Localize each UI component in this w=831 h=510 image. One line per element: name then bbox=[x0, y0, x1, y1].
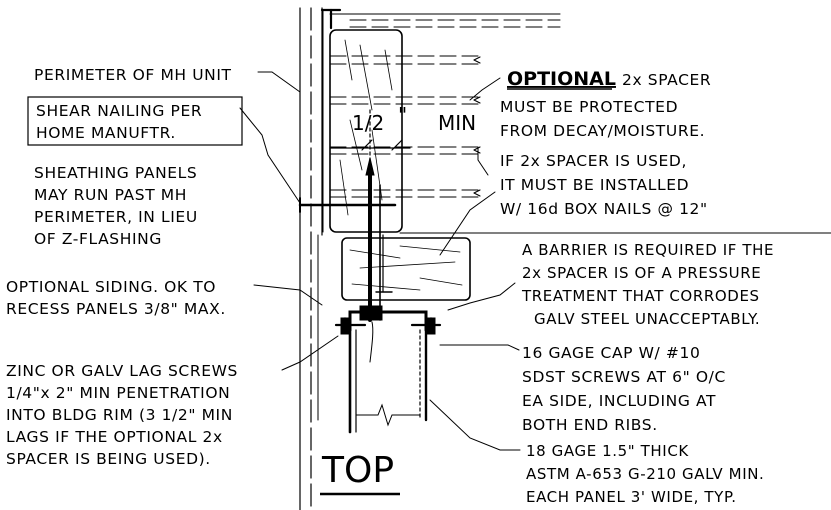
shear-nailing-box bbox=[27, 96, 243, 146]
sip-panel bbox=[348, 328, 428, 434]
spacer-note-5: W/ 16d BOX NAILS @ 12" bbox=[500, 200, 708, 218]
mh-rim-board bbox=[329, 29, 403, 233]
spacer-title: 2x SPACER bbox=[622, 71, 711, 89]
panel-line-2: ASTM A-653 G-210 GALV MIN. bbox=[526, 465, 764, 483]
lag-screws-line-4: LAGS IF THE OPTIONAL 2x bbox=[6, 428, 223, 446]
spacer-note-1: MUST BE PROTECTED bbox=[500, 98, 678, 116]
lag-screws-line-5: SPACER IS BEING USED). bbox=[6, 450, 211, 468]
sheathing-panel-line bbox=[317, 8, 342, 421]
spacer-note-3: IF 2x SPACER IS USED, bbox=[500, 152, 687, 170]
half-inch-label: 1/2 bbox=[352, 111, 384, 135]
panel-line-3: EACH PANEL 3' WIDE, TYP. bbox=[526, 488, 737, 506]
optional-siding-line-2: RECESS PANELS 3/8" MAX. bbox=[6, 300, 226, 318]
cap-line-4: BOTH END RIBS. bbox=[522, 416, 658, 434]
barrier-line-3: TREATMENT THAT CORRODES bbox=[521, 287, 760, 305]
min-label: MIN bbox=[438, 111, 476, 135]
cap-line-1: 16 GAGE CAP W/ #10 bbox=[522, 344, 700, 362]
view-title: TOP bbox=[321, 450, 394, 491]
shear-nail bbox=[298, 197, 397, 213]
spacer-note-2: FROM DECAY/MOISTURE. bbox=[500, 122, 705, 140]
lag-screws-line-3: INTO BLDG RIM (3 1/2" MIN bbox=[6, 406, 233, 424]
spacer-note-4: IT MUST BE INSTALLED bbox=[500, 176, 689, 194]
floor-joist-lines bbox=[329, 13, 831, 234]
cap-line-3: EA SIDE, INCLUDING AT bbox=[522, 392, 716, 410]
inch-mark: " bbox=[398, 103, 407, 127]
lag-screw bbox=[365, 157, 393, 322]
barrier-line-4: GALV STEEL UNACCEPTABLY. bbox=[534, 310, 760, 328]
steel-cap bbox=[334, 305, 442, 335]
lag-screws-line-2: 1/4"x 2" MIN PENETRATION bbox=[6, 384, 230, 402]
barrier-line-1: A BARRIER IS REQUIRED IF THE bbox=[522, 241, 774, 259]
barrier-line-2: 2x SPACER IS OF A PRESSURE bbox=[522, 264, 761, 282]
half-inch-dimension bbox=[329, 109, 411, 161]
optional-bold-label: OPTIONAL bbox=[507, 68, 616, 90]
sheathing-line-4: OF Z-FLASHING bbox=[34, 230, 162, 248]
optional-siding-line-1: OPTIONAL SIDING. OK TO bbox=[6, 278, 216, 296]
cap-line-2: SDST SCREWS AT 6" O/C bbox=[522, 368, 726, 386]
sheathing-line-1: SHEATHING PANELS bbox=[34, 164, 197, 182]
perimeter-wall-lines bbox=[299, 7, 323, 510]
shear-nailing-line-1: SHEAR NAILING PER bbox=[36, 102, 202, 120]
sheathing-line-2: MAY RUN PAST MH bbox=[34, 186, 187, 204]
panel-line-1: 18 GAGE 1.5" THICK bbox=[526, 442, 689, 460]
shear-nailing-line-2: HOME MANUFTR. bbox=[36, 124, 176, 142]
leader-lines bbox=[239, 71, 521, 451]
sheathing-line-3: PERIMETER, IN LIEU bbox=[34, 208, 198, 226]
lag-screws-line-1: ZINC OR GALV LAG SCREWS bbox=[6, 362, 238, 380]
optional-2x-spacer bbox=[341, 237, 471, 301]
perimeter-label: PERIMETER OF MH UNIT bbox=[34, 66, 232, 84]
